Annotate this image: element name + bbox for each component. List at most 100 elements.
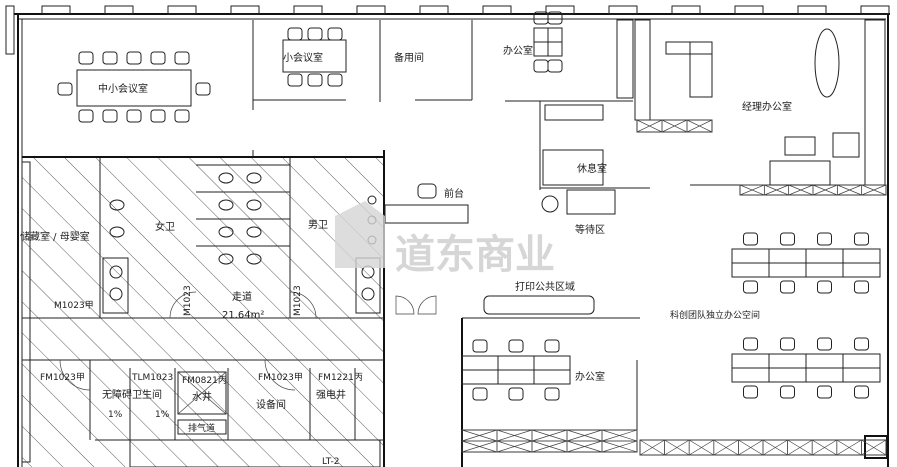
label-equipment-room: 设备间	[256, 398, 286, 411]
cabinet	[861, 184, 887, 196]
chair	[743, 337, 758, 351]
meeting-table-small	[282, 39, 347, 73]
chair	[126, 109, 142, 123]
cabinet-cross	[531, 429, 568, 442]
cabinet-cross	[686, 119, 713, 133]
sink	[361, 287, 375, 301]
cabinet-cross	[812, 439, 837, 456]
sink	[109, 265, 123, 279]
chair	[780, 385, 795, 399]
cabinet-cross	[764, 184, 789, 196]
label-male-wc: 男卫	[308, 219, 328, 231]
toilet	[246, 199, 262, 211]
window	[293, 5, 323, 15]
slope-tag: 1%	[108, 410, 123, 420]
chair	[854, 232, 869, 246]
chair	[150, 51, 166, 65]
toilet	[246, 172, 262, 184]
cabinet-cross	[861, 439, 887, 456]
chair	[195, 82, 211, 96]
door-tag: M1023	[183, 285, 193, 316]
fixed-furniture	[21, 28, 860, 467]
window	[41, 5, 71, 15]
window	[734, 5, 764, 15]
stair	[129, 439, 381, 467]
label-office-bottom: 办公室	[575, 370, 605, 383]
chair	[780, 232, 795, 246]
label-exhaust: 排气道	[188, 422, 215, 434]
label-print-area: 打印公共区域	[515, 280, 575, 293]
cabinet	[861, 439, 887, 456]
chair	[102, 109, 118, 123]
label-lounge: 休息室	[577, 162, 607, 175]
lounge-bed	[542, 149, 604, 186]
waiting-sofa	[566, 189, 616, 215]
chair	[174, 109, 190, 123]
cabinet-cross	[461, 440, 498, 453]
cabinet-cross	[812, 184, 838, 196]
manager-sofa	[769, 160, 831, 186]
chair	[544, 339, 560, 353]
label-female-wc: 女卫	[155, 220, 175, 233]
cabinet-cross	[496, 440, 533, 453]
chair	[327, 73, 343, 87]
chair	[817, 280, 832, 294]
chair	[817, 232, 832, 246]
label-accessible-wc: 无障碍卫生间	[102, 388, 162, 401]
window	[356, 5, 386, 15]
chair	[544, 387, 560, 401]
radiator	[544, 104, 604, 121]
door-tag: FM1221丙	[318, 372, 363, 383]
urinal	[367, 195, 377, 205]
cabinet-cross	[461, 429, 498, 442]
cabinet-cross	[566, 429, 603, 442]
female-sinks	[102, 257, 129, 314]
water-shaft-box	[177, 371, 227, 415]
room-labels: 中小会议室 小会议室 备用间 办公室 经理办公室 休息室 前台 等待区 打印公共…	[20, 44, 792, 434]
door-tag: M1023	[293, 285, 303, 316]
cabinet	[686, 119, 713, 133]
window	[671, 5, 701, 15]
chair	[508, 339, 524, 353]
cabinet-cross	[664, 439, 690, 456]
reception-chair	[417, 183, 437, 199]
chair	[508, 387, 524, 401]
chair	[743, 280, 758, 294]
chair	[817, 337, 832, 351]
tea-table	[814, 28, 840, 98]
door-tags: M1023甲 M1023 M1023 FM1023甲 TLM1023 FM082…	[40, 285, 363, 467]
cabinet-cross	[639, 439, 665, 456]
chair	[780, 337, 795, 351]
sink	[109, 287, 123, 301]
window	[860, 5, 890, 15]
label-manager-office: 经理办公室	[742, 100, 792, 113]
chair	[126, 51, 142, 65]
toilet	[109, 199, 125, 211]
label-storage-nursing: 储藏室 / 母婴室	[20, 230, 90, 243]
label-office-top: 办公室	[503, 44, 533, 57]
chair	[817, 385, 832, 399]
label-water-shaft: 水井	[192, 390, 212, 403]
chair	[472, 387, 488, 401]
cabinet-cross	[836, 439, 862, 456]
toilet	[218, 226, 234, 238]
toilet	[246, 226, 262, 238]
chair	[743, 232, 758, 246]
cabinet-cross	[601, 429, 638, 442]
toilet	[109, 226, 125, 238]
toilet	[246, 253, 262, 265]
reception-desk	[384, 204, 469, 224]
window	[230, 5, 260, 15]
chair	[854, 385, 869, 399]
label-corridor: 走道	[232, 290, 252, 303]
core-hatch-area	[22, 158, 384, 467]
slope-tag: 1%	[155, 410, 170, 420]
cabinet-cross	[762, 439, 788, 456]
toilet	[218, 172, 234, 184]
door-tag: FM0821丙	[182, 375, 227, 386]
elevator-tag: LT-2	[322, 457, 339, 467]
label-waiting-area: 等待区	[575, 223, 605, 236]
chair	[547, 11, 563, 25]
label-team-space: 科创团队独立办公空间	[670, 309, 760, 321]
